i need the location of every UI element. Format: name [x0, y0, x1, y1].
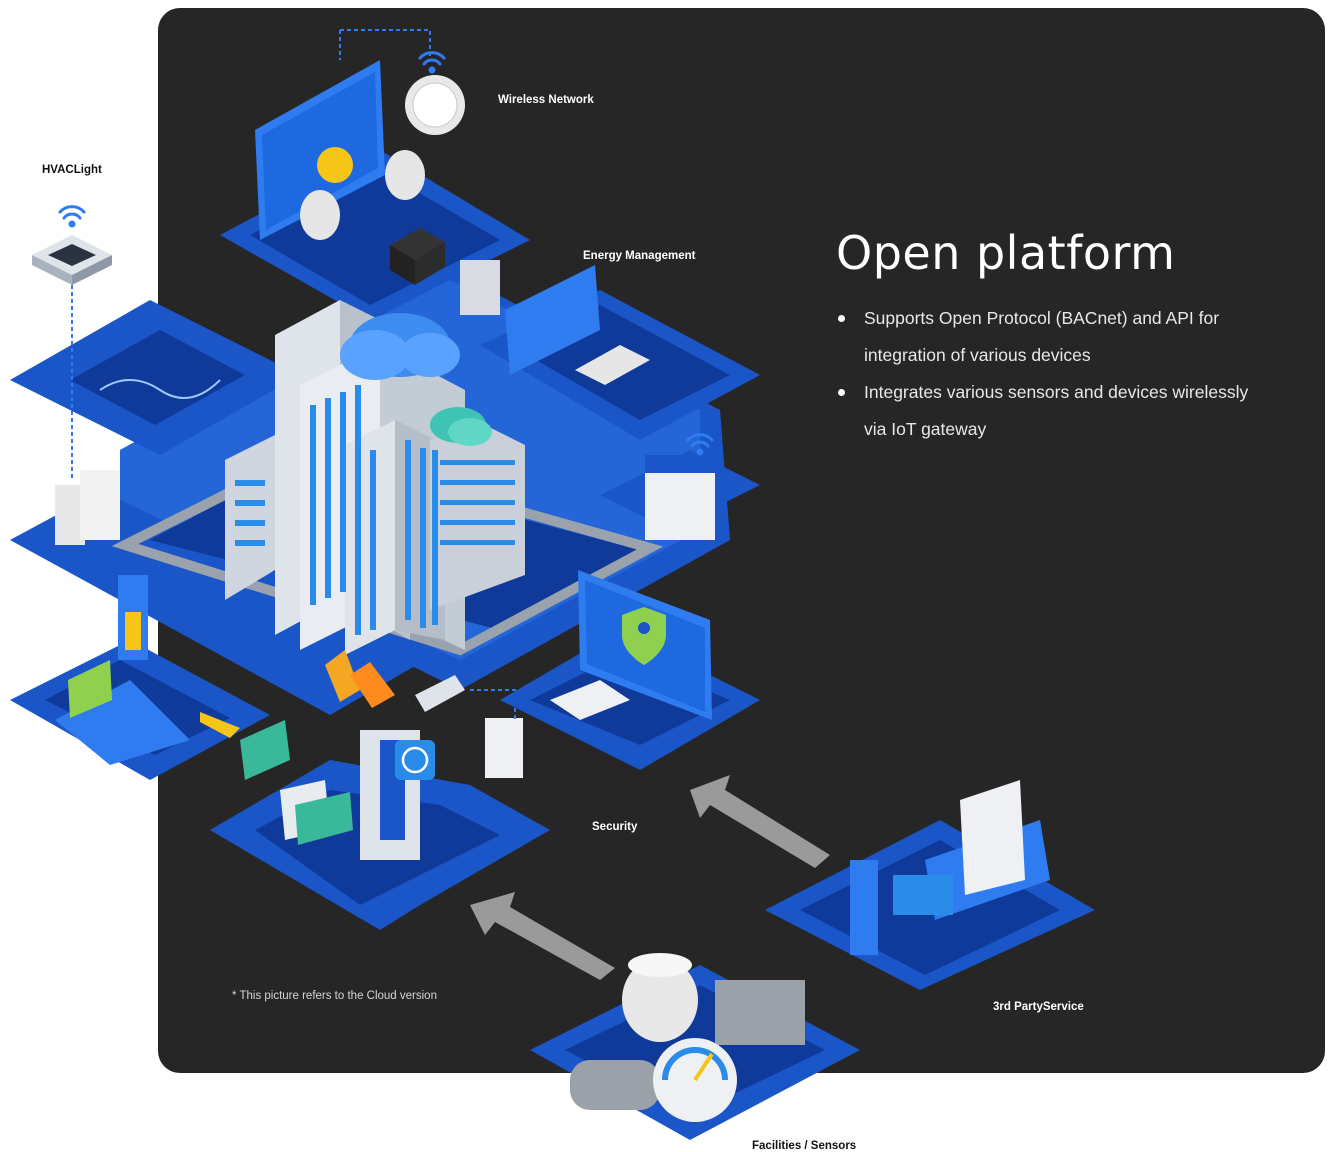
- footnote: * This picture refers to the Cloud versi…: [232, 990, 437, 1002]
- buildings: [225, 300, 525, 655]
- page-title: Open platform: [836, 226, 1176, 280]
- label-security: Security: [592, 821, 638, 833]
- label-energy-management: Energy Management: [583, 250, 696, 262]
- bullet-dot-icon: [838, 389, 845, 396]
- feature-list: Supports Open Protocol (BACnet) and API …: [838, 300, 1258, 448]
- cloud-icon: [340, 313, 492, 446]
- arrow-icon: [470, 775, 830, 980]
- label-hvac-light: HVACLight: [42, 164, 102, 176]
- bullet-dot-icon: [838, 315, 845, 322]
- hvac-unit-icon: [32, 235, 112, 480]
- wifi-icon: [58, 51, 714, 456]
- hvac-panel: [10, 300, 300, 455]
- label-facilities-sensors: Facilities / Sensors: [752, 1140, 857, 1152]
- hvac-outdoor-units: [55, 470, 120, 545]
- feature-text: Integrates various sensors and devices w…: [864, 382, 1249, 439]
- feature-text: Supports Open Protocol (BACnet) and API …: [864, 308, 1220, 365]
- energy-platform: [220, 60, 530, 320]
- security-platform: [210, 730, 550, 930]
- label-wireless-network: Wireless Network: [498, 94, 594, 106]
- analytics-platform: [10, 575, 290, 780]
- printer-platform: [600, 450, 760, 540]
- feature-item: Supports Open Protocol (BACnet) and API …: [838, 300, 1258, 374]
- energy-right-panel: [460, 260, 760, 440]
- feature-item: Integrates various sensors and devices w…: [838, 374, 1258, 448]
- security-monitor-platform: [500, 570, 760, 770]
- label-third-party-service: 3rd PartyService: [993, 1001, 1084, 1013]
- facilities-platform: [530, 953, 860, 1140]
- camera-icon: [325, 650, 523, 778]
- wireless-network-device: [339, 29, 465, 135]
- third-party-platform: [765, 780, 1095, 990]
